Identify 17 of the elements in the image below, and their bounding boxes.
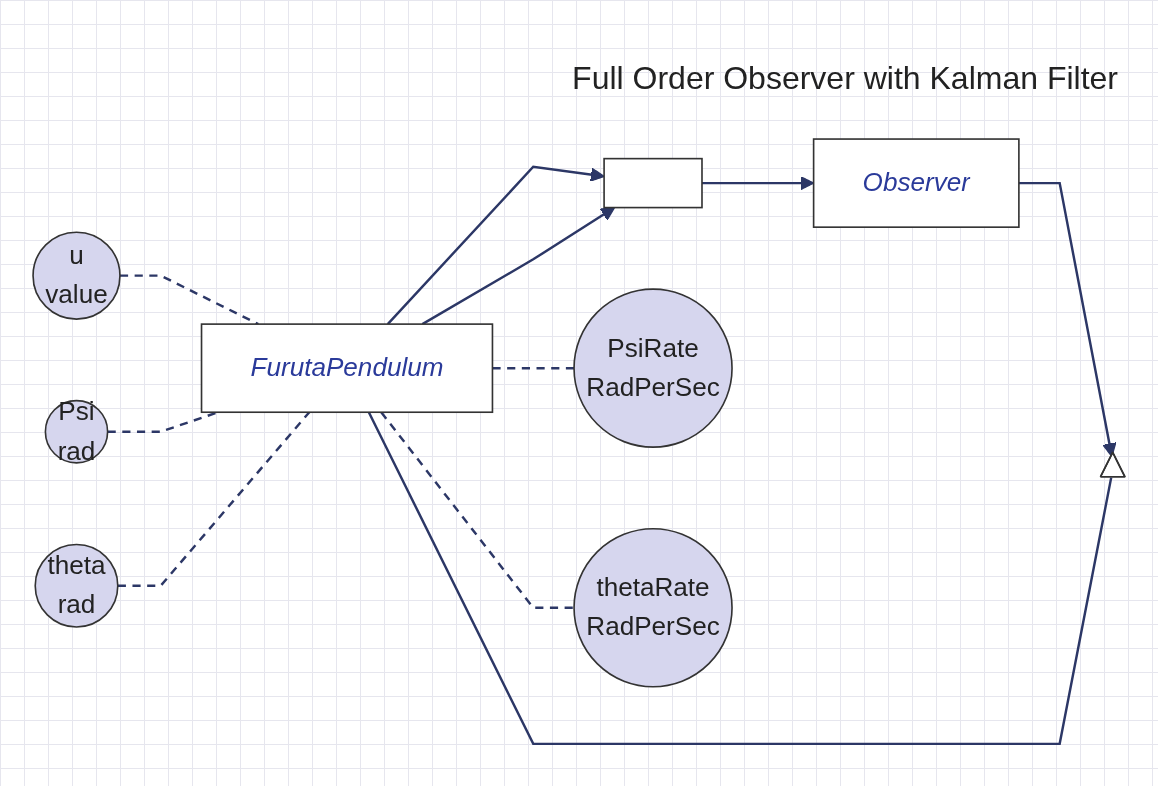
node-box bbox=[603, 157, 703, 209]
node-circle: Psi rad bbox=[44, 399, 109, 464]
node-circle: PsiRate RadPerSec bbox=[573, 288, 733, 449]
connector bbox=[107, 411, 219, 434]
connector bbox=[367, 411, 1113, 746]
node-circle: thetaRate RadPerSec bbox=[573, 528, 733, 688]
node-box: FurutaPendulum bbox=[200, 323, 494, 414]
connector bbox=[117, 411, 311, 587]
node-circle: u value bbox=[32, 231, 121, 320]
node-box: Observer bbox=[812, 138, 1020, 229]
connector bbox=[492, 367, 575, 370]
diagram-title: Full Order Observer with Kalman Filter bbox=[572, 60, 1118, 97]
connector bbox=[119, 274, 259, 326]
node-circle: theta rad bbox=[34, 543, 119, 628]
arrow bbox=[386, 165, 605, 325]
connector bbox=[380, 411, 575, 609]
arrow bbox=[421, 207, 616, 326]
